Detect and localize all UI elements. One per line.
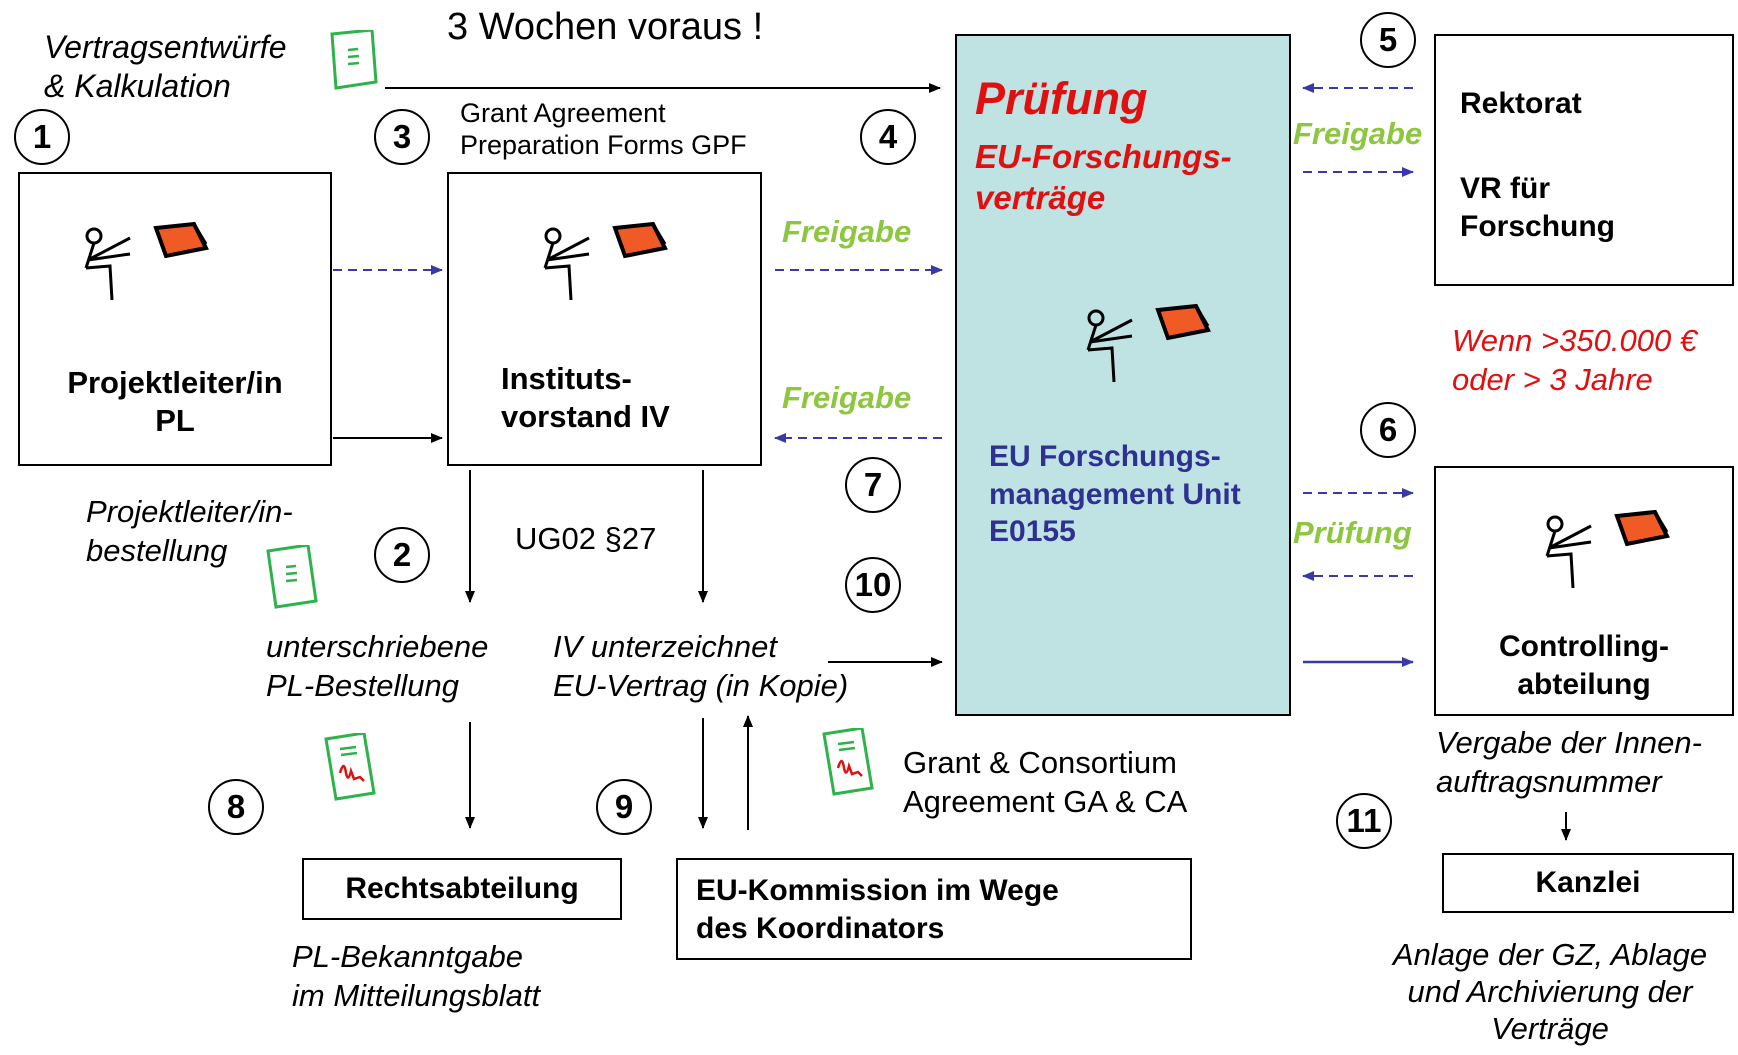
note-wenn-schwelle: Wenn >350.000 € oder > 3 Jahre [1452,322,1697,400]
box-projektleiter: Projektleiter/in PL [18,172,332,466]
box-institutsvorstand: Instituts- vorstand IV [447,172,762,466]
step-3: 3 [374,109,430,165]
step-6: 6 [1360,402,1416,458]
note-vergabe: Vergabe der Innen- auftragsnummer [1436,724,1702,802]
box-eu-kommission: EU-Kommission im Wege des Koordinators [676,858,1192,960]
note-line: IV unterzeichnet [553,629,778,664]
note-pl-bekanntgabe: PL-Bekanntgabe im Mitteilungsblatt [292,938,540,1016]
note-line: Vergabe der Innen- [1436,725,1702,760]
document-icon [330,30,378,90]
box-rechtsabteilung: Rechtsabteilung [302,858,622,920]
label-line: EU-Kommission im Wege [696,874,1059,907]
document-icon [266,545,318,609]
pruefung-unit-label: EU Forschungs- management Unit E0155 [989,438,1241,551]
box-institutsvorstand-label: Instituts- vorstand IV [501,360,670,436]
rektorat-vr-label: VR für Forschung [1460,170,1615,245]
label-line: E0155 [989,515,1076,548]
signed-document-icon [324,733,376,801]
note-line: EU-Vertrag (in Kopie) [553,667,849,703]
label-line: EU Forschungs- [989,440,1221,473]
person-at-computer-icon [543,221,668,301]
label-line: des Koordinators [696,911,945,945]
step-1: 1 [14,109,70,165]
pruefung-title: Prüfung [975,73,1148,124]
label-freigabe-pruefung-iv: Freigabe [782,380,912,415]
pruefung-subtitle: EU-Forschungs- verträge [975,136,1232,219]
box-rektorat: Rektorat VR für Forschung [1434,34,1734,286]
note-line: auftragsnummer [1436,763,1662,799]
note-line: Anlage der GZ, Ablage [1392,937,1708,972]
note-line: unterschriebene [266,629,489,664]
label-pruefung-controlling: Prüfung [1293,515,1412,550]
rektorat-label: Rektorat [1460,87,1582,120]
person-at-computer-icon [84,221,209,301]
note-line: Verträge [1491,1011,1609,1047]
note-line: und Archivierung der [1407,974,1693,1010]
step-7: 7 [845,457,901,513]
note-anlage: Anlage der GZ, Ablage und Archivierung d… [1370,936,1730,1048]
label-line: Instituts- [501,361,632,396]
note-line: Agreement GA & CA [903,783,1188,819]
rechtsabteilung-label: Rechtsabteilung [345,872,579,905]
note-line: im Mitteilungsblatt [292,977,541,1013]
label-line: VR für [1460,172,1550,205]
note-line: Projektleiter/in- [86,494,293,529]
person-at-computer-icon [1086,303,1211,383]
note-line: & Kalkulation [44,68,231,105]
label-line: management Unit [989,477,1241,511]
note-line: Grant & Consortium [903,745,1177,780]
note-ug02: UG02 §27 [515,521,657,556]
label-line: Forschung [1460,209,1615,243]
box-projektleiter-label: Projektleiter/in PL [20,364,330,440]
note-line: PL-Bestellung [266,667,460,703]
step-2: 2 [374,527,430,583]
label-line: PL [155,402,195,438]
step-10: 10 [845,557,901,613]
box-pruefung: Prüfung EU-Forschungs- verträge EU Forsc… [955,34,1291,716]
step-4: 4 [860,109,916,165]
note-iv-unterzeichnet: IV unterzeichnet EU-Vertrag (in Kopie) [553,628,848,706]
label-line: abteilung [1517,667,1651,701]
eu-kommission-label: EU-Kommission im Wege des Koordinators [696,872,1059,947]
step-5: 5 [1360,12,1416,68]
note-line: Grant Agreement [460,98,666,128]
label-line: Projektleiter/in [67,365,283,400]
note-line: oder > 3 Jahre [1452,361,1653,397]
box-controlling: Controlling- abteilung [1434,466,1734,716]
label-freigabe-iv-pruefung: Freigabe [782,214,912,249]
step-9: 9 [596,779,652,835]
label-line: EU-Forschungs- [975,138,1232,175]
label-freigabe-rektorat: Freigabe [1293,116,1423,151]
label-line: verträge [975,179,1106,217]
signed-document-icon [822,728,874,796]
note-line: PL-Bekanntgabe [292,939,523,974]
note-line: Preparation Forms GPF [460,130,747,161]
step-11: 11 [1336,793,1392,849]
header-text: 3 Wochen voraus ! [447,6,764,48]
note-unterschriebene: unterschriebene PL-Bestellung [266,628,488,706]
label-line: Controlling- [1499,630,1669,663]
note-line: bestellung [86,532,228,568]
note-grant-agreement-gpf: Grant Agreement Preparation Forms GPF [460,97,747,162]
controlling-label: Controlling- abteilung [1436,628,1732,703]
note-vertragsentwuerfe: Vertragsentwürfe & Kalkulation [44,28,286,106]
box-kanzlei: Kanzlei [1442,853,1734,913]
label-line: vorstand IV [501,398,670,434]
step-8: 8 [208,779,264,835]
person-at-computer-icon [1545,509,1670,589]
kanzlei-label: Kanzlei [1535,866,1641,899]
note-grant-consortium: Grant & Consortium Agreement GA & CA [903,744,1187,822]
note-line: Wenn >350.000 € [1452,323,1698,358]
note-line: Vertragsentwürfe [44,29,287,65]
note-pl-bestellung: Projektleiter/in- bestellung [86,493,293,571]
